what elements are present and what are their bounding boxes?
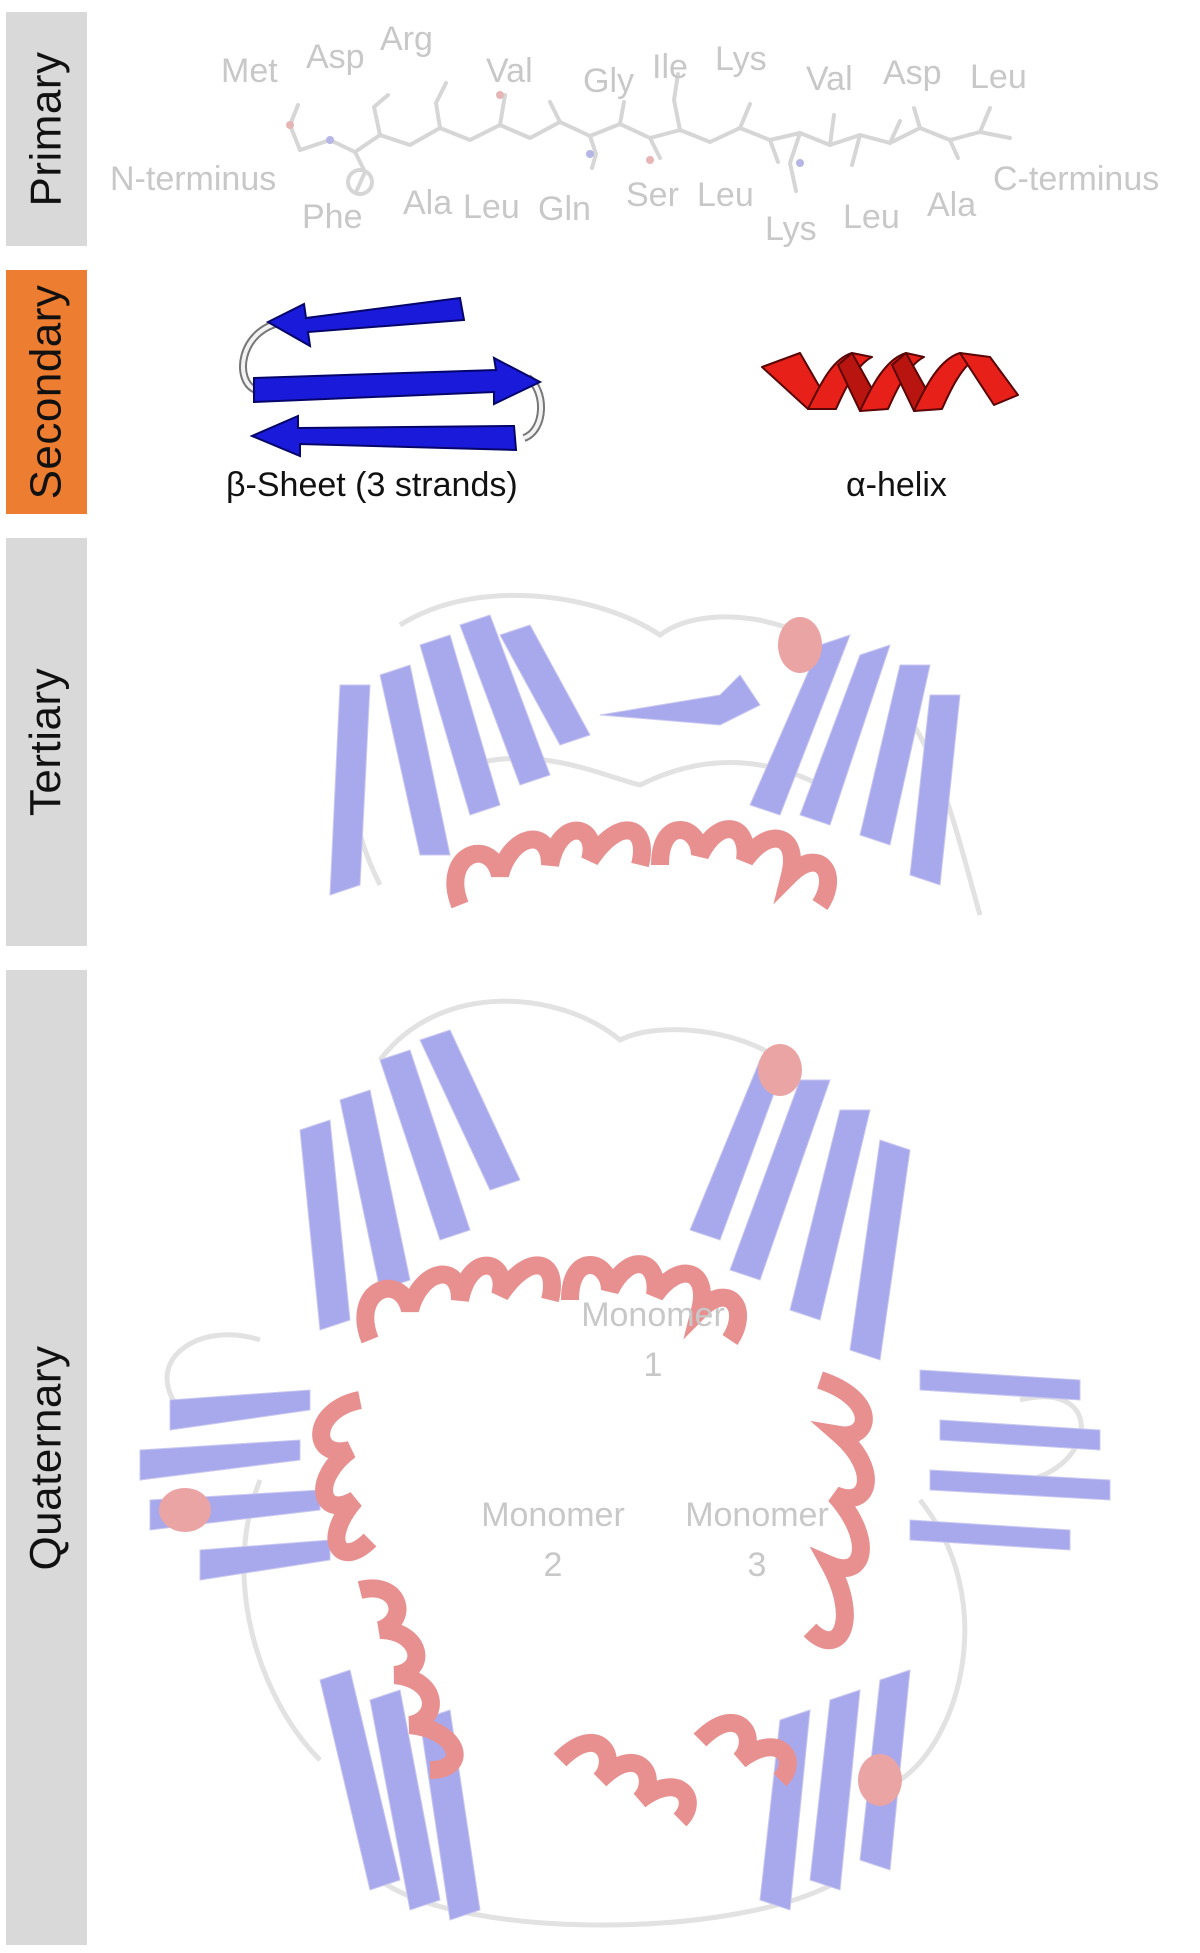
monomer-3-name: Monomer bbox=[685, 1496, 829, 1534]
tab-tertiary-label: Tertiary bbox=[21, 667, 71, 817]
residue-top: Asp bbox=[306, 38, 365, 76]
residue-bottom: Leu bbox=[463, 188, 520, 226]
residue-top: Ile bbox=[652, 48, 688, 86]
tab-secondary-label: Secondary bbox=[21, 284, 71, 500]
monomer-1-label: Monomer 1 bbox=[568, 1290, 738, 1390]
primary-chain-sticks bbox=[286, 72, 1012, 196]
residue-bottom: Lys bbox=[765, 210, 817, 248]
tertiary-monomer-cartoon bbox=[329, 592, 983, 916]
residue-top: Gly bbox=[583, 62, 634, 100]
monomer-2-name: Monomer bbox=[481, 1496, 625, 1534]
tab-quaternary-label: Quaternary bbox=[21, 1344, 71, 1571]
monomer-2-label: Monomer 2 bbox=[468, 1490, 638, 1590]
alpha-helix-label: α-helix bbox=[846, 466, 947, 504]
residue-bottom: Leu bbox=[697, 176, 754, 214]
residue-bottom: Ser bbox=[626, 176, 679, 214]
residue-top: Lys bbox=[715, 40, 767, 78]
tab-tertiary: Tertiary bbox=[6, 538, 87, 946]
beta-sheet-label: β-Sheet (3 strands) bbox=[226, 466, 518, 504]
residue-top: Asp bbox=[883, 54, 942, 92]
residue-top: Val bbox=[806, 60, 853, 98]
residue-top: Met bbox=[221, 52, 278, 90]
residue-bottom: Ala bbox=[403, 184, 453, 222]
residue-bottom: Gln bbox=[538, 190, 591, 228]
residue-top: Leu bbox=[970, 58, 1027, 96]
residue-top: Val bbox=[486, 52, 533, 90]
c-terminus-label: C-terminus bbox=[993, 160, 1160, 198]
quaternary-trimer-cartoon bbox=[139, 998, 1111, 1928]
monomer-1-name: Monomer bbox=[581, 1296, 725, 1334]
alpha-helix-cartoon bbox=[761, 352, 1019, 412]
tab-primary: Primary bbox=[6, 12, 87, 246]
tab-quaternary: Quaternary bbox=[6, 970, 87, 1945]
tab-secondary: Secondary bbox=[6, 270, 87, 514]
monomer-3-label: Monomer 3 bbox=[672, 1490, 842, 1590]
n-terminus-label: N-terminus bbox=[110, 160, 277, 198]
residue-top: Arg bbox=[380, 20, 433, 58]
monomer-2-number: 2 bbox=[543, 1546, 563, 1584]
monomer-1-number: 1 bbox=[643, 1346, 663, 1384]
residue-bottom: Ala bbox=[927, 186, 977, 224]
monomer-3-number: 3 bbox=[747, 1546, 767, 1584]
beta-sheet-cartoon bbox=[239, 296, 545, 458]
residue-bottom: Phe bbox=[302, 198, 363, 236]
residue-bottom: Leu bbox=[843, 198, 900, 236]
